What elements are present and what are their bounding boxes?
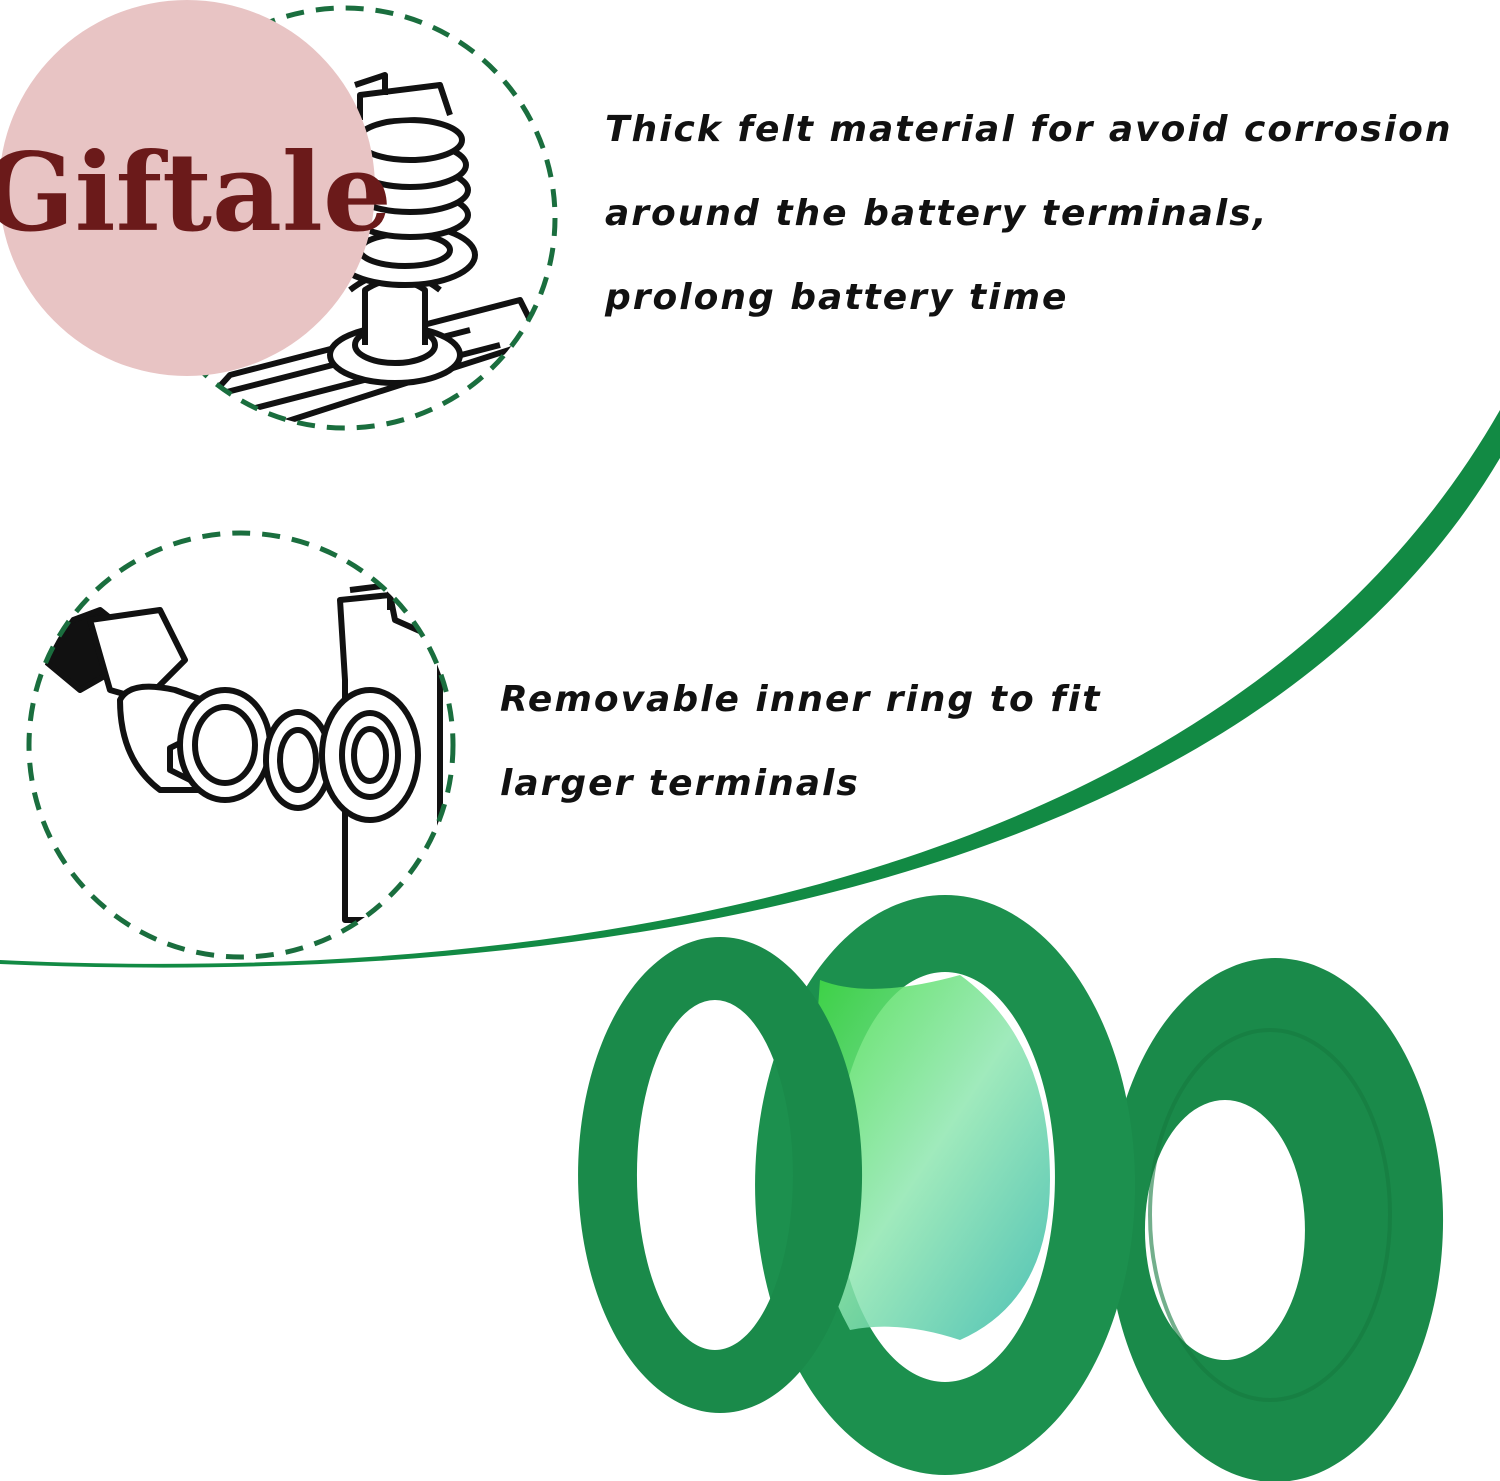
feature-text-removable-ring: Removable inner ring to fit larger termi… (500, 658, 1101, 826)
washer-left (578, 937, 863, 1413)
feature-line: larger terminals (500, 763, 860, 804)
feature-line: Thick felt material for avoid corrosion (605, 109, 1453, 150)
feature-line: prolong battery time (605, 277, 1069, 318)
feature-line: around the battery terminals, (605, 193, 1269, 234)
feature-line: Removable inner ring to fit (500, 679, 1102, 720)
feature-text-corrosion: Thick felt material for avoid corrosion … (605, 88, 1452, 340)
brand-logo-text: Giftale (0, 130, 392, 256)
washer-right (1107, 958, 1444, 1481)
brand-badge-circle (0, 0, 375, 376)
inner-ring-transparent (808, 975, 1050, 1340)
